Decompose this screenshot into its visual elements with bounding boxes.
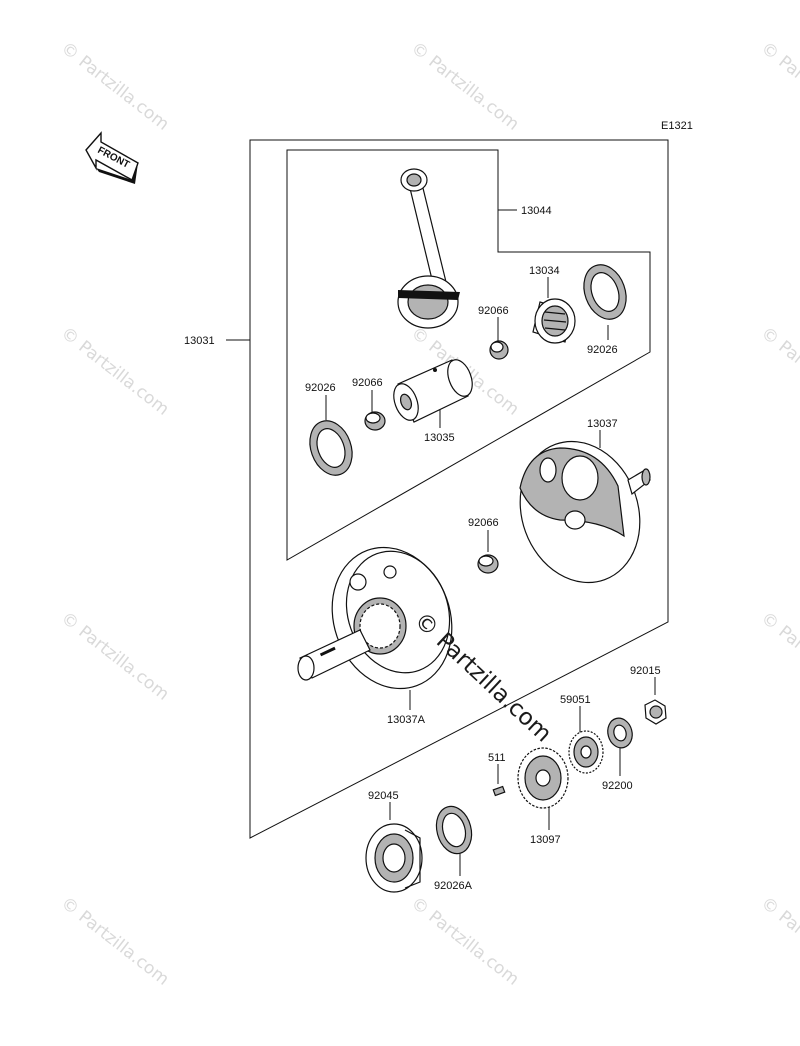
part-label-92200[interactable]: 92200 [602,780,633,792]
thrust-washer [435,805,473,855]
part-label-13037A[interactable]: 13037A [387,714,426,726]
part-label-13035[interactable]: 13035 [424,432,455,444]
watermark: © Partzilla.com [57,608,173,705]
bushing [477,554,499,574]
bushing [489,340,509,360]
watermark: © Partzilla.com [757,323,800,420]
nut [644,699,667,725]
lock-washer [607,717,633,749]
needle-bearing [532,298,576,344]
watermark: © Partzilla.com [757,608,800,705]
watermark: © Partzilla.com [57,38,173,135]
part-labels: 13031 13044 13034 92066 92026 92026 9206… [184,205,661,892]
part-label-13037[interactable]: 13037 [587,418,618,430]
bushing [364,411,386,431]
part-label-59051[interactable]: 59051 [560,694,591,706]
connecting-rod-group-outline [286,149,651,561]
connecting-rod [397,168,460,329]
watermarks: © Partzilla.com © Partzilla.com © Partzi… [57,38,800,990]
front-arrow-icon: FRONT [85,131,139,184]
part-label-92026[interactable]: 92026 [587,344,618,356]
part-label-92026[interactable]: 92026 [305,382,336,394]
part-label-92066[interactable]: 92066 [352,377,383,389]
watermark: © Partzilla.com [757,38,800,135]
watermark: © Partzilla.com [57,893,173,990]
thrust-washer [309,420,353,476]
watermark: © Partzilla.com [57,323,173,420]
part-label-511[interactable]: 511 [488,752,506,764]
watermark: © Partzilla.com [407,38,523,135]
crank-flywheel-left [297,546,453,690]
part-label-13031[interactable]: 13031 [184,335,215,347]
thrust-washer [583,264,627,320]
part-label-92066[interactable]: 92066 [478,305,509,317]
diagram-code: E1321 [661,120,693,132]
watermark: © Partzilla.com [407,893,523,990]
leader-lines [226,209,656,876]
watermark: © Partzilla.com [757,893,800,990]
ball-bearing [365,823,423,893]
crankshaft-assembly-outline [249,139,669,839]
part-label-13044[interactable]: 13044 [521,205,552,217]
part-label-92026A[interactable]: 92026A [434,880,473,892]
part-label-92066[interactable]: 92066 [468,517,499,529]
part-label-13034[interactable]: 13034 [529,265,560,277]
part-label-92015[interactable]: 92015 [630,665,661,677]
part-label-92045[interactable]: 92045 [368,790,399,802]
large-gear [517,747,569,809]
part-label-13097[interactable]: 13097 [530,834,561,846]
small-gear [568,730,604,774]
crank-flywheel-right [519,440,651,584]
crank-pin [393,359,473,423]
woodruff-key [492,785,506,797]
